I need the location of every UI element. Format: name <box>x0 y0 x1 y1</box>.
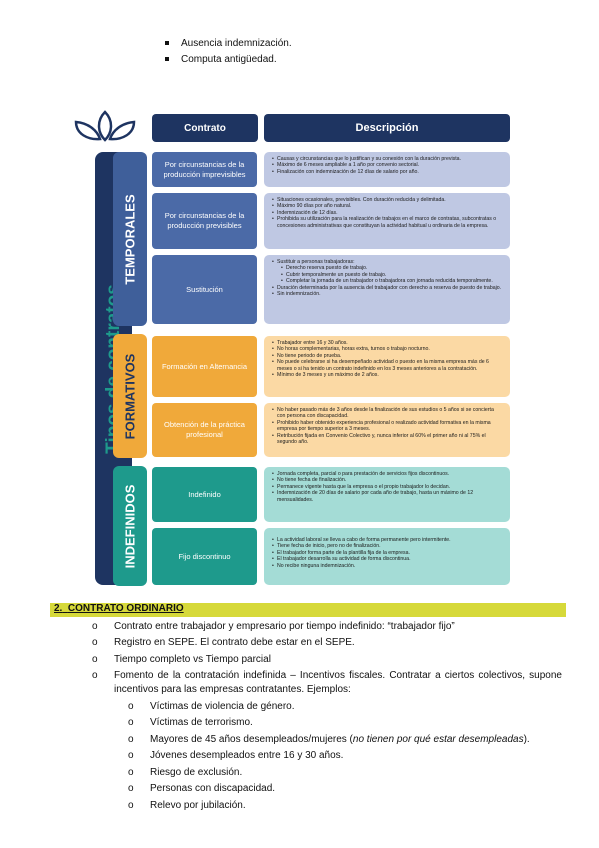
section-heading-highlight <box>50 603 566 617</box>
desc-item: Indemnización de 12 días. <box>272 210 502 217</box>
desc-item: Permanece vigente hasta que la empresa o… <box>272 484 502 491</box>
circle-bullet-icon: o <box>92 621 98 632</box>
contract-description: Sustituir a personas trabajadoras: Derec… <box>264 255 510 324</box>
desc-item: No puede celebrarse si ha desempeñado ac… <box>272 359 502 372</box>
contract-type: Fijo discontinuo <box>152 528 257 585</box>
contract-description: Situaciones ocasionales, previsibles. Co… <box>264 193 510 249</box>
category-formativos: FORMATIVOS <box>113 334 147 458</box>
desc-item: La actividad laboral se lleva a cabo de … <box>272 537 502 544</box>
desc-item: Máximo 90 días por año natural. <box>272 203 502 210</box>
desc-item: El trabajador desarrolla su actividad de… <box>272 556 502 563</box>
lotus-logo-icon <box>70 108 140 144</box>
contract-description: Causas y circunstancias que lo justifica… <box>264 152 510 187</box>
desc-item: No horas complementarias, horas extra, t… <box>272 346 502 353</box>
desc-item: Mínimo de 3 meses y un máximo de 2 años. <box>272 372 502 379</box>
section-heading: 2. CONTRATO ORDINARIO <box>54 603 184 614</box>
desc-item: Jornada completa, parcial o para prestac… <box>272 471 502 478</box>
header-descripcion: Descripción <box>264 114 510 142</box>
desc-subitem: Derecho reserva puesto de trabajo. <box>272 265 502 272</box>
desc-item: Prohibido haber obtenido experiencia pro… <box>272 420 502 433</box>
desc-item: Trabajador entre 16 y 30 años. <box>272 340 502 347</box>
top-bullet: Ausencia indemnización. <box>165 37 292 51</box>
contract-type: Sustitución <box>152 255 257 324</box>
desc-subitem: Completar la jornada de un trabajador o … <box>272 278 502 285</box>
desc-item: No haber pasado más de 3 años desde la f… <box>272 407 502 420</box>
circle-bullet-icon: o <box>128 701 134 712</box>
contract-type: Obtención de la práctica profesional <box>152 403 257 457</box>
desc-item: Duración determinada por la ausencia del… <box>272 285 502 292</box>
desc-item: No tiene periodo de prueba. <box>272 353 502 360</box>
contract-type: Por circunstancias de la producción prev… <box>152 193 257 249</box>
desc-item: No tiene fecha de finalización. <box>272 477 502 484</box>
desc-item: Finalización con indemnización de 12 día… <box>272 169 502 176</box>
desc-subitem: Cubrir temporalmente un puesto de trabaj… <box>272 272 502 279</box>
circle-bullet-icon: o <box>128 800 134 811</box>
circle-bullet-icon: o <box>92 637 98 648</box>
contract-type: Por circunstancias de la producción impr… <box>152 152 257 187</box>
desc-item: El trabajador forma parte de la plantill… <box>272 550 502 557</box>
square-bullet-icon <box>165 57 169 62</box>
circle-bullet-icon: o <box>128 750 134 761</box>
desc-item: Sustituir a personas trabajadoras: <box>272 259 502 266</box>
desc-item: Prohibida su utilización para la realiza… <box>272 216 502 229</box>
desc-item: No recibe ninguna indemnización. <box>272 563 502 570</box>
category-indefinidos: INDEFINIDOS <box>113 466 147 586</box>
desc-item: Situaciones ocasionales, previsibles. Co… <box>272 197 502 204</box>
contract-type: Formación en Alternancia <box>152 336 257 397</box>
circle-bullet-icon: o <box>128 783 134 794</box>
contract-description: Trabajador entre 16 y 30 años. No horas … <box>264 336 510 397</box>
square-bullet-icon <box>165 41 169 46</box>
header-contrato: Contrato <box>152 114 258 142</box>
top-bullet: Computa antigüedad. <box>165 53 277 67</box>
desc-item: Tiene fecha de inicio, pero no de finali… <box>272 543 502 550</box>
list-item: o Fomento de la contratación indefinida … <box>92 670 562 695</box>
circle-bullet-icon: o <box>128 734 134 745</box>
contract-description: No haber pasado más de 3 años desde la f… <box>264 403 510 457</box>
circle-bullet-icon: o <box>92 654 98 665</box>
desc-item: Máximo de 6 meses ampliable a 1 año por … <box>272 162 502 169</box>
contract-description: Jornada completa, parcial o para prestac… <box>264 467 510 522</box>
desc-item: Indemnización de 20 días de salario por … <box>272 490 502 503</box>
category-temporales: TEMPORALES <box>113 152 147 326</box>
circle-bullet-icon: o <box>128 767 134 778</box>
desc-item: Retribución fijada en Convenio Colectivo… <box>272 433 502 446</box>
desc-item: Sin indemnización. <box>272 291 502 298</box>
contract-description: La actividad laboral se lleva a cabo de … <box>264 528 510 585</box>
desc-item: Causas y circunstancias que lo justifica… <box>272 156 502 163</box>
circle-bullet-icon: o <box>128 717 134 728</box>
contract-type: Indefinido <box>152 467 257 522</box>
circle-bullet-icon: o <box>92 670 98 681</box>
